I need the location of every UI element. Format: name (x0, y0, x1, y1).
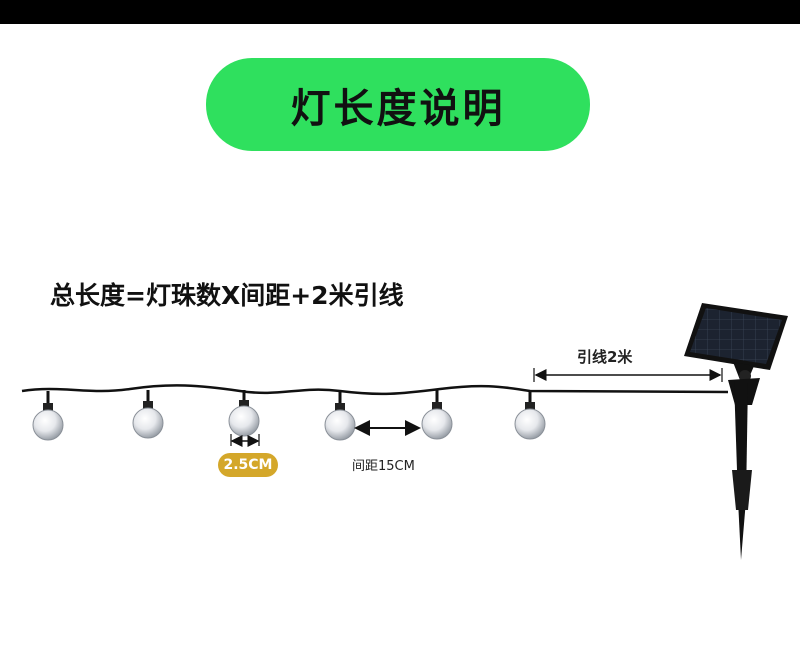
bulb-3 (228, 390, 260, 437)
solar-panel (684, 303, 788, 382)
length-formula: 总长度=灯珠数X间距+2米引线 (50, 281, 404, 310)
main-wire (21, 384, 729, 396)
title-banner: 灯长度说明 (206, 58, 590, 151)
bulb-5 (421, 390, 453, 440)
spacing-label: 间距15CM (352, 459, 415, 474)
bulb-1 (32, 391, 64, 441)
bulb-size-badge: 2.5CM (218, 453, 278, 477)
page-title: 灯长度说明 (290, 85, 506, 132)
top-black-bar (0, 0, 800, 24)
bulb-4 (324, 391, 356, 441)
ground-stake (728, 378, 760, 560)
bulb-size-label: 2.5CM (223, 457, 273, 473)
bulb-2 (132, 390, 164, 439)
lead-wire-label: 引线2米 (577, 348, 633, 366)
bulb-6 (514, 391, 546, 440)
